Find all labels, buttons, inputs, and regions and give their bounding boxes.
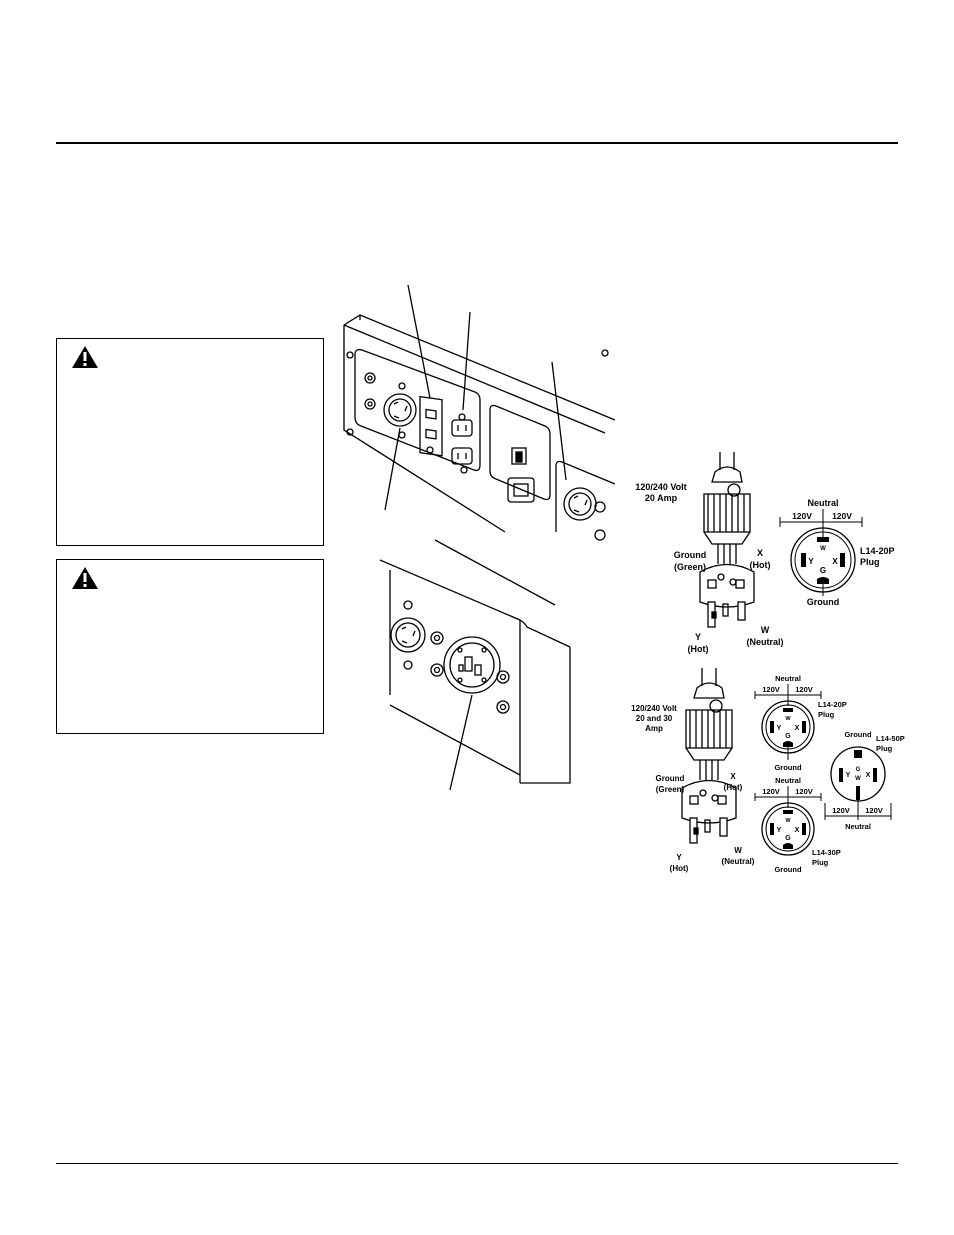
plug2-facea-x: X	[795, 725, 800, 732]
plug1-face-v-right: 120V	[832, 511, 852, 521]
control-panel-illustration-bottom	[379, 539, 571, 791]
plug1-face-v-left: 120V	[792, 511, 812, 521]
plug2-facea-name-line1: L14-20P	[818, 700, 847, 709]
plug1-rating-line2: 20 Amp	[644, 493, 678, 503]
warning-triangle-icon	[72, 346, 98, 368]
plug2-rating-line1: 120/240 Volt	[631, 704, 677, 713]
plug1-w-wire-label: W (Neutral)	[740, 624, 790, 648]
plug2-facec-ground-label: Ground	[844, 730, 871, 739]
plug2-faceb-v-right: 120V	[795, 787, 813, 796]
plug2-x-wire-label: X (Hot)	[718, 771, 748, 793]
plug2-facea-neutral-label: Neutral	[775, 674, 801, 683]
plug1-x-wire-line1: X	[756, 548, 763, 558]
l14-50p-face-diagram: Ground Y G W X 120V 120V Neutral	[824, 730, 892, 831]
plug2-x-wire-line1: X	[730, 772, 736, 781]
plug2-y-wire-line1: Y	[676, 853, 682, 862]
plug2-ground-wire-line1: Ground	[655, 774, 685, 783]
plug1-y-wire-label: Y (Hot)	[680, 631, 716, 655]
plug1-ground-wire-line1: Ground	[673, 550, 707, 560]
plug2-facea-v-left: 120V	[762, 685, 780, 694]
plug2-facec-name-line2: Plug	[876, 744, 893, 753]
warning-box-2	[56, 559, 324, 734]
plug2-facea-w: W	[785, 716, 791, 722]
plug2-faceb-name: L14-30P Plug	[812, 848, 852, 868]
plug2-ground-wire-label: Ground (Green)	[647, 773, 693, 795]
plug1-rating: 120/240 Volt 20 Amp	[631, 482, 691, 504]
plug2-facec-name: L14-50P Plug	[876, 734, 916, 754]
plug2-faceb-y: Y	[777, 827, 782, 834]
plug1-face-w: W	[820, 546, 826, 552]
plug1-rating-line1: 120/240 Volt	[635, 482, 687, 492]
plug2-facec-neutral: Neutral	[845, 822, 871, 831]
plug-cord-illustration-1	[699, 452, 755, 628]
plug2-faceb-x: X	[795, 827, 800, 834]
plug1-face-name: L14-20P Plug	[860, 546, 900, 568]
header-rule	[56, 142, 898, 144]
plug1-face-name-line2: Plug	[860, 557, 880, 567]
l14-20p-face-diagram-1: Neutral 120V 120V W Y X G Ground	[779, 498, 863, 607]
control-panel-illustration-top	[343, 284, 615, 541]
plug1-w-wire-line2: (Neutral)	[746, 637, 784, 647]
plug2-facec-y: Y	[846, 772, 851, 779]
plug2-facea-y: Y	[777, 725, 782, 732]
plug1-y-wire-line2: (Hot)	[687, 644, 709, 654]
plug2-facec-w: W	[855, 776, 861, 782]
plug1-w-wire-line1: W	[760, 625, 770, 635]
plug2-faceb-g: G	[785, 835, 791, 842]
plug2-faceb-name-line1: L14-30P	[812, 848, 841, 857]
plug-cord-illustration-2	[681, 668, 737, 844]
plug2-facec-v-left: 120V	[832, 806, 850, 815]
plug2-faceb-ground: Ground	[774, 865, 801, 874]
plug2-x-wire-line2: (Hot)	[723, 783, 743, 792]
plug1-face-y: Y	[808, 557, 814, 566]
plug1-face-g: G	[820, 566, 826, 575]
plug1-x-wire-label: X (Hot)	[742, 547, 778, 571]
plug2-faceb-w: W	[785, 818, 791, 824]
plug2-w-wire-line2: (Neutral)	[721, 857, 755, 866]
plug2-w-wire-label: W (Neutral)	[716, 845, 760, 867]
plug2-facea-name: L14-20P Plug	[818, 700, 858, 720]
plug2-rating-line3: Amp	[645, 724, 663, 733]
plug2-rating-line2: 20 and 30	[635, 714, 673, 723]
plug2-facec-v-right: 120V	[865, 806, 883, 815]
warning-box-1	[56, 338, 324, 546]
plug2-facea-v-right: 120V	[795, 685, 813, 694]
plug1-ground-wire-line2: (Green)	[673, 562, 706, 572]
plug1-face-x: X	[832, 557, 838, 566]
plug2-w-wire-line1: W	[734, 846, 742, 855]
plug2-y-wire-line2: (Hot)	[669, 864, 689, 873]
plug1-face-neutral-label: Neutral	[807, 498, 838, 508]
plug1-face-ground: Ground	[807, 597, 840, 607]
warning-triangle-icon	[72, 567, 98, 589]
plug2-faceb-v-left: 120V	[762, 787, 780, 796]
l14-30p-face-diagram: Neutral 120V 120V W Y X G Ground	[754, 776, 822, 874]
plug2-faceb-name-line2: Plug	[812, 858, 829, 867]
plug2-rating: 120/240 Volt 20 and 30 Amp	[628, 704, 680, 734]
plug2-facea-name-line2: Plug	[818, 710, 835, 719]
l14-20p-face-diagram-2: Neutral 120V 120V W Y X G Ground	[754, 674, 822, 772]
plug1-ground-wire-label: Ground (Green)	[665, 549, 715, 573]
plug2-ground-wire-line2: (Green)	[655, 785, 685, 794]
plug2-y-wire-label: Y (Hot)	[664, 852, 694, 874]
plug1-x-wire-line2: (Hot)	[749, 560, 771, 570]
plug2-facec-g: G	[856, 767, 861, 773]
plug2-faceb-neutral-label: Neutral	[775, 776, 801, 785]
plug1-y-wire-line1: Y	[694, 632, 701, 642]
plug1-face-name-line1: L14-20P	[860, 546, 895, 556]
plug2-facea-g: G	[785, 733, 791, 740]
plug2-facea-ground: Ground	[774, 763, 801, 772]
plug2-facec-name-line1: L14-50P	[876, 734, 905, 743]
footer-rule	[56, 1163, 898, 1164]
plug2-facec-x: X	[866, 772, 871, 779]
